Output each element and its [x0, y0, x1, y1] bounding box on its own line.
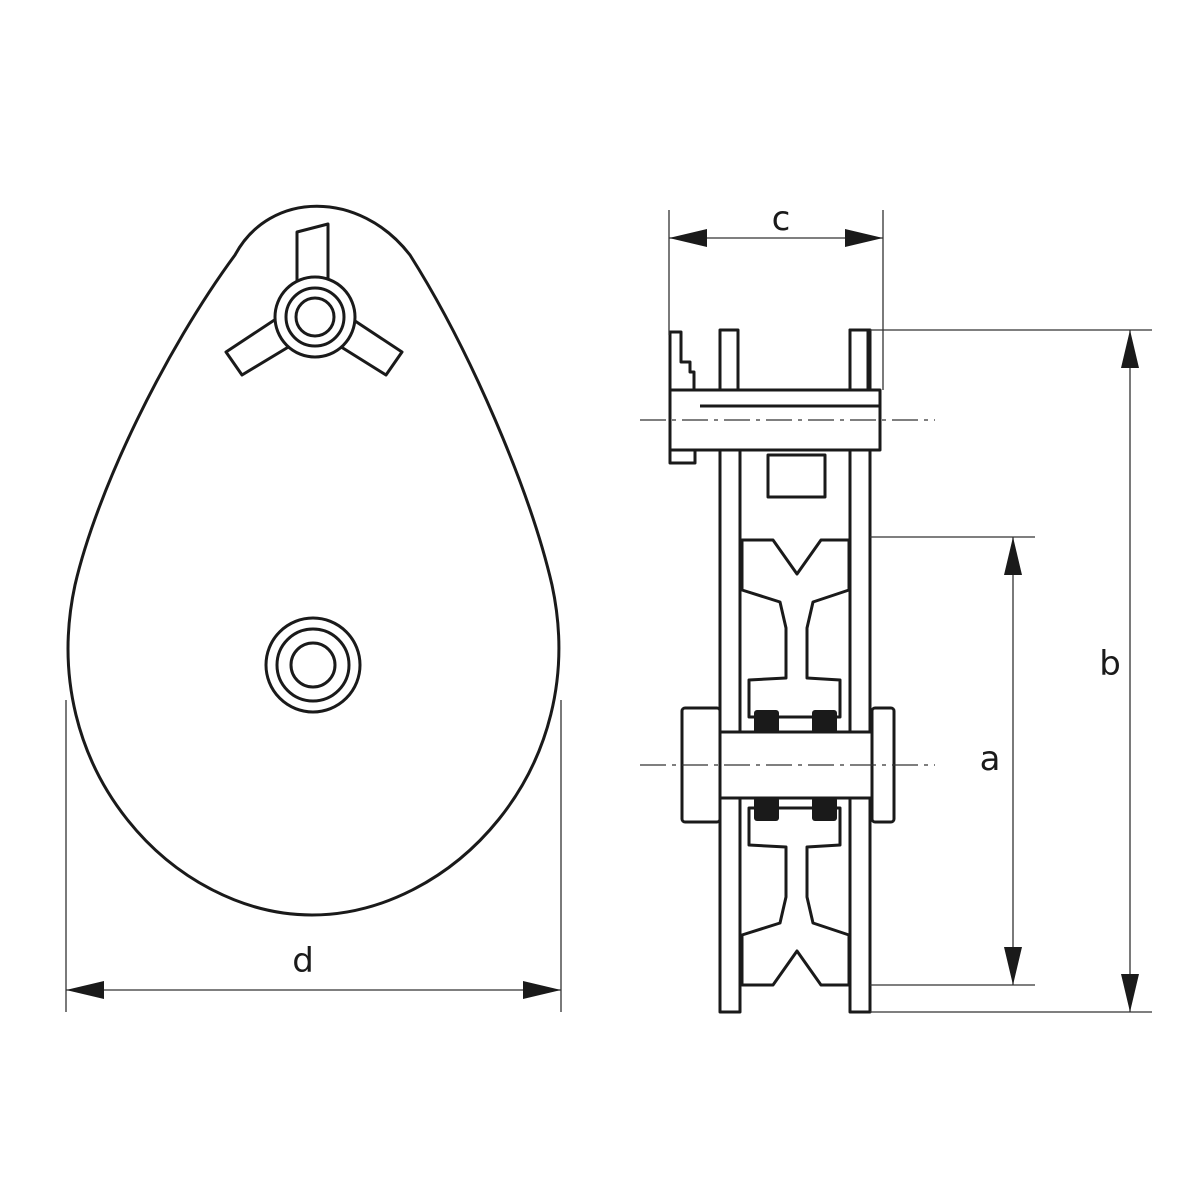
bearing-lower-right — [812, 797, 837, 821]
front-view: d — [65, 204, 562, 1012]
dimension-b-arrow-top — [1121, 330, 1139, 368]
top-bracket-post-left — [718, 328, 740, 392]
wing-nut-bore — [294, 296, 336, 338]
dimension-c-arrow-right — [845, 229, 883, 247]
dimension-c: c — [668, 199, 884, 390]
bearing-upper-right — [812, 710, 837, 734]
dimension-a-arrow-bottom — [1004, 947, 1022, 985]
side-plate-outline — [66, 204, 561, 917]
dimension-a: a — [870, 536, 1035, 986]
dimension-d-label: d — [292, 941, 314, 981]
side-view: c b a — [640, 199, 1152, 1014]
dimension-b: b — [870, 329, 1152, 1013]
dimension-b-label: b — [1099, 644, 1121, 684]
dimension-b-arrow-bottom — [1121, 974, 1139, 1012]
dimension-d-arrow-right — [523, 981, 561, 999]
dimension-c-arrow-left — [669, 229, 707, 247]
bearing-lower-left — [754, 797, 779, 821]
axle-boss — [264, 616, 362, 714]
dimension-c-label: c — [772, 199, 791, 239]
dimension-d-arrow-left — [66, 981, 104, 999]
frame-plate-left — [718, 388, 742, 1014]
axle-bore — [289, 641, 337, 689]
dimension-a-label: a — [980, 739, 1001, 779]
wing-nut — [224, 222, 404, 377]
dimension-d: d — [65, 700, 562, 1012]
dimension-a-arrow-top — [1004, 537, 1022, 575]
top-bracket-hook — [668, 330, 696, 392]
top-bracket-post-right — [848, 328, 870, 392]
spacer-block — [766, 453, 827, 499]
sheave-lower-half — [740, 806, 851, 987]
bearing-upper-left — [754, 710, 779, 734]
sheave-upper-half — [740, 538, 851, 719]
